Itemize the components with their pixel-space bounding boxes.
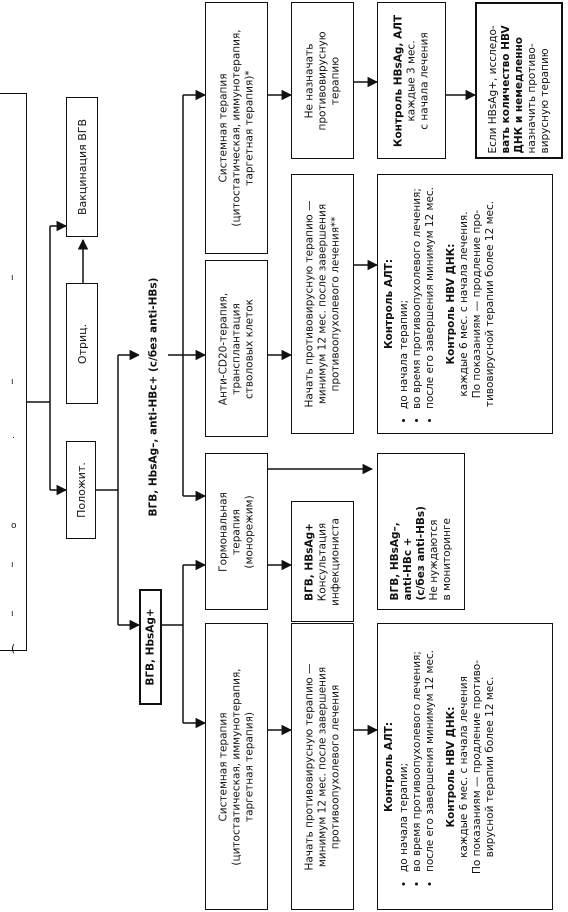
alt-right-title: Контроль АЛТ: [383, 258, 395, 350]
control-hbsag-line: с начала лечения [418, 31, 430, 130]
alt-right-list: до начала терапии; во время противоопухо… [398, 187, 437, 421]
consult-line: инфекциониста [329, 517, 341, 606]
control-hbsag-box: Контроль HBsAg, АЛТ каждые 3 мес. с нача… [377, 2, 446, 159]
anti-cd20-line: трансплантация [230, 302, 242, 395]
hbv-left-line: По показаниям — продление противо- [471, 659, 483, 874]
alt-left-item: после его завершения минимум 12 мес. [424, 649, 437, 871]
no-antiviral-box: Не назначать противовирусную терапию [291, 2, 354, 159]
consultation-box: ВГВ, HBsAg+ Консультация инфекциониста [291, 501, 354, 622]
hbv-left-line: вирусной терапии более 12 мес. [484, 676, 496, 857]
hbv-right-line: каждые 6 мес. с начала лечения. [458, 211, 470, 397]
screening-fragment: ı [11, 609, 14, 619]
positive-label: Положит. [74, 462, 88, 518]
hbsag-negative-hbc-positive-box: ВГВ, HbsAg–, anti-HBc+ (с/без anti-HBs) [139, 211, 168, 583]
start-antiviral-right-box: Начать противовирусную терапию — минимум… [291, 174, 354, 434]
if-positive-line: ДНК и немедленно [512, 36, 525, 153]
control-hbsag-line: каждые 3 мес. [405, 39, 417, 122]
screening-fragment: . [12, 431, 15, 441]
if-positive-line: Если HBsAg+, исследо- [486, 24, 499, 153]
alt-left-title: Контроль АЛТ: [383, 721, 395, 812]
screening-fragment: o [11, 521, 17, 531]
no-av-line: терапию [329, 56, 341, 105]
hbv-right-title: Контроль HBV ДНК: [445, 243, 457, 365]
hbv-left-title: Контроль HBV ДНК: [445, 706, 457, 827]
alt-left-list: до начала терапии; во время противоопухо… [398, 649, 437, 883]
systemic-therapy-left-box: Системная терапия (цитостатическая, имму… [205, 623, 268, 910]
alt-control-left-box: Контроль АЛТ: до начала терапии; во врем… [377, 623, 553, 910]
alt-right-item: до начала терапии; [398, 187, 411, 409]
start-av-right-line: минимум 12 мес. после завершения [316, 203, 328, 405]
screening-fragment: ı [11, 377, 14, 387]
systemic-left-line: таргетная терапия) [243, 711, 255, 822]
positive-box: Положит. [66, 441, 96, 539]
hbv-left-line: каждые 6 мес. с начала лечения [458, 675, 470, 858]
alt-right-item: во время противоопухолевого лечения; [411, 187, 424, 409]
if-positive-line: вать количество HBV [499, 24, 512, 153]
hbsag-negative-label: ВГВ, HbsAg–, anti-HBc+ (с/без anti-HBs) [147, 277, 159, 517]
no-monitor-note: Не нуждаются [427, 519, 440, 600]
consult-title: ВГВ, HBsAg+ [303, 522, 315, 601]
hbsag-positive-label: ВГВ, HbsAg+ [144, 608, 156, 686]
start-av-left-line: минимум 12 мес. после завершения [316, 666, 328, 867]
start-av-left-line: противоопухолевого лечения [329, 684, 341, 849]
start-av-right-line: противоопухолевого лечения** [329, 216, 341, 392]
systemic-right-line: Системная терапия [217, 73, 229, 183]
start-av-right-line: Начать противовирусную терапию — [303, 200, 315, 408]
if-positive-line: назначить противо- [525, 42, 538, 153]
systemic-left-line: (цитостатическая, иммунотерапия, [230, 667, 242, 866]
alt-left-item: до начала терапии; [398, 649, 411, 871]
no-monitor-line: anti-HBc + [401, 536, 414, 600]
screening-fragment: ı [11, 273, 14, 283]
hormonal-therapy-box: Гормональная терапия (монорежим) [205, 453, 268, 610]
systemic-therapy-right-box: Системная терапия (цитостатическая, имму… [205, 2, 268, 254]
hbv-right-line: тивовирусной терапии более 12 мес. [484, 200, 496, 408]
no-av-line: Не назначать [303, 43, 315, 118]
negative-label: Отриц. [75, 323, 89, 364]
hormonal-line: терапия [230, 508, 242, 555]
no-monitoring-box: ВГВ, HBsAg–, anti-HBc + (с/без anti-HBs)… [377, 453, 465, 610]
screening-box: ( ı ı o . ı ı [0, 93, 27, 655]
start-antiviral-left-box: Начать противовирусную терапию — минимум… [291, 623, 354, 910]
alt-control-right-box: Контроль АЛТ: до начала терапии; во врем… [377, 174, 553, 434]
systemic-left-line: Системная терапия [217, 711, 229, 822]
vaccination-label: Вакцинация ВГВ [75, 118, 89, 216]
hbsag-positive-box: ВГВ, HbsAg+ [139, 589, 162, 705]
systemic-right-line: таргетная терапия)* [243, 70, 255, 186]
anti-cd20-line: стволовых клеток [243, 298, 255, 399]
hormonal-line: (монорежим) [243, 494, 255, 569]
no-monitor-line: (с/без anti-HBs) [414, 505, 427, 600]
screening-fragment: ( [11, 642, 16, 655]
alt-left-item: во время противоопухолевого лечения; [411, 649, 424, 872]
if-positive-line: вирусную терапию [538, 47, 551, 153]
negative-box: Отриц. [66, 283, 98, 404]
start-av-left-line: Начать противовирусную терапию — [303, 662, 315, 871]
no-monitor-note: в мониторинге [440, 517, 453, 600]
hbv-right-line: По показаниям — продление про- [471, 209, 483, 399]
no-monitor-line: ВГВ, HBsAg–, [388, 521, 401, 600]
anti-cd20-box: Анти-CD20-терапия, трансплантация стволо… [205, 260, 268, 437]
systemic-right-line: (цитостатическая, иммунотерапия, [230, 29, 242, 227]
if-positive-box: Если HBsAg+, исследо- вать количество HB… [475, 2, 563, 159]
anti-cd20-line: Анти-CD20-терапия, [217, 292, 229, 405]
hormonal-line: Гормональная [217, 491, 229, 572]
no-av-line: противовирусную [316, 30, 328, 131]
consult-line: Консультация [316, 522, 328, 601]
control-hbsag-title: Контроль HBsAg, АЛТ [392, 14, 404, 147]
screening-fragment: ı [11, 560, 14, 570]
vaccination-box: Вакцинация ВГВ [66, 97, 98, 237]
alt-right-item: после его завершения минимум 12 мес. [424, 187, 437, 409]
